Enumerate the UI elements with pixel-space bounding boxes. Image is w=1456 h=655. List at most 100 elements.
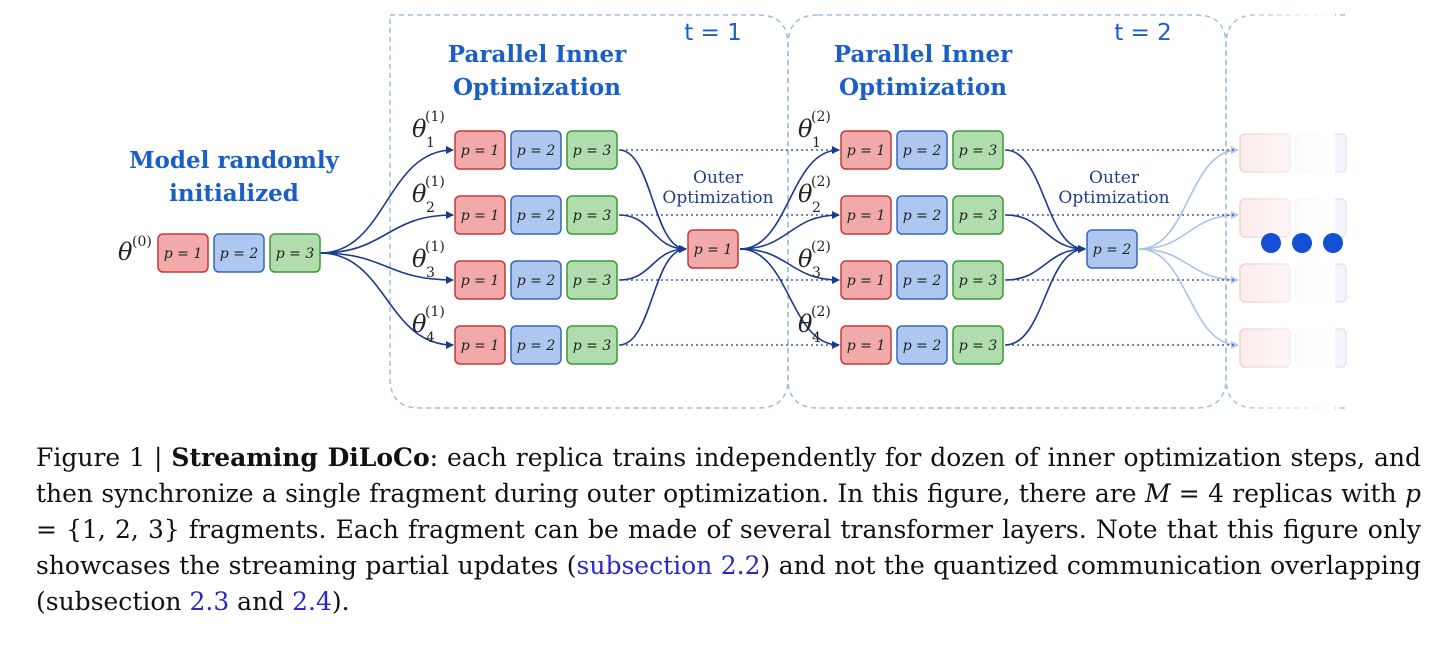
stage-1-replica-3-fragment-p3-rect	[566, 260, 618, 300]
stage-1-replica-3-fragment-p2: p = 2	[510, 260, 562, 300]
theta-stage-2-replica-2-superscript: (2)	[811, 174, 831, 190]
outer-title-stage-1-line-2: Optimization	[662, 188, 773, 208]
arrow-init-to-replica-2	[319, 211, 454, 254]
fade-overlay	[1225, 10, 1335, 410]
stage-2-replica-4-fragment-p3: p = 3	[952, 325, 1004, 365]
stage-2-replica-4-fragment-p1-rect	[840, 325, 892, 365]
theta-stage-1-replica-4-symbol: θ	[412, 310, 427, 338]
stage-2-replica-1-fragment-p1-label: p = 1	[847, 143, 886, 159]
stage-1-replica-2-fragment-p3: p = 3	[566, 195, 618, 235]
outer-title-stage-1-line-1: Outer	[693, 168, 744, 188]
theta-stage-2-replica-4: θ(2) 4	[798, 304, 831, 346]
stage-1-replica-1-fragment-p1-rect	[454, 130, 506, 170]
stage-2-replica-3-fragment-p3: p = 3	[952, 260, 1004, 300]
stage-1-replica-4-fragment-p2-label: p = 2	[517, 338, 556, 354]
link-subsection-2-3[interactable]: 2.3	[189, 587, 230, 616]
stage-label-t2: t = 2	[1114, 20, 1172, 46]
stage-2-replica-4-fragment-p3-label: p = 3	[959, 338, 998, 354]
theta-stage-2-replica-4-superscript: (2)	[811, 304, 831, 320]
arrow-stage-1-replica-1-to-outer	[618, 149, 687, 253]
stage-1-replica-1-fragment-p1: p = 1	[454, 130, 506, 170]
arrow-stage-2-replica-4-to-outer	[1004, 245, 1086, 346]
stage-2-replica-3-fragment-p1-label: p = 1	[847, 273, 886, 289]
continuation-dot-3	[1323, 233, 1343, 253]
outer-box-stage-2-label: p = 2	[1093, 242, 1132, 258]
stage-2-replica-1-fragment-p2-label: p = 2	[903, 143, 942, 159]
stage-1-boundary	[389, 14, 789, 409]
theta-stage-2-replica-2-symbol: θ	[798, 180, 813, 208]
caption-text-4: ).	[331, 587, 350, 616]
inner-title-stage-2-line-2: Optimization	[839, 74, 1007, 101]
inner-title-stage-1-line-1: Parallel Inner	[448, 41, 627, 68]
stage-2-replica-2-fragment-p1-label: p = 1	[847, 208, 886, 224]
theta-stage-2-replica-1-superscript: (2)	[811, 109, 831, 125]
initial-model-fragment-p3-label: p = 3	[276, 246, 315, 262]
theta-stage-1-replica-1: θ(1) 1	[412, 109, 445, 151]
link-subsection-2-4[interactable]: 2.4	[292, 587, 332, 616]
stage-2-replica-4-fragment-p2-rect	[896, 325, 948, 365]
outer-title-stage-2-line-2: Optimization	[1058, 188, 1169, 208]
arrow-stage-2-outer-to-next-4	[1138, 248, 1239, 349]
stage-2-replica-4-fragment-p1-label: p = 1	[847, 338, 886, 354]
stage-1-replica-1-fragment-p3-label: p = 3	[573, 143, 612, 159]
init-title-line-1: Model randomly	[129, 147, 339, 174]
caption-text-1: : each replica trains independently for …	[36, 443, 1421, 508]
theta-stage-1-replica-1-symbol: θ	[412, 115, 427, 143]
stage-2-replica-3-fragment-p1: p = 1	[840, 260, 892, 300]
theta-stage-2-replica-4-subscript: 4	[812, 330, 821, 346]
arrow-stage-2-replica-3-to-outer	[1004, 245, 1086, 281]
stage-2-replica-1-fragment-p2-rect	[896, 130, 948, 170]
stage-1-replica-2-fragment-p2-label: p = 2	[517, 208, 556, 224]
theta-stage-1-replica-4-superscript: (1)	[425, 304, 445, 320]
theta-stage-1-replica-2-superscript: (1)	[425, 174, 445, 190]
inner-title-stage-2-line-1: Parallel Inner	[834, 41, 1013, 68]
caption-m-equation: = 4 replicas with	[1170, 479, 1405, 508]
arrow-stage-1-replica-3-to-outer	[618, 245, 687, 281]
stage-1-replica-2-fragment-p1: p = 1	[454, 195, 506, 235]
stage-2-replica-3-fragment-p2-rect	[896, 260, 948, 300]
stage-1-replica-1-fragment-p2: p = 2	[510, 130, 562, 170]
theta-stage-1-replica-1-superscript: (1)	[425, 109, 445, 125]
initial-model-fragment-p2: p = 2	[213, 233, 265, 273]
link-subsection-2-2[interactable]: subsection 2.2	[576, 551, 761, 580]
stage-2-replica-2-fragment-p3-rect	[952, 195, 1004, 235]
theta-stage-1-replica-4-subscript: 4	[426, 330, 435, 346]
stage-1-replica-4-fragment-p1: p = 1	[454, 325, 506, 365]
init-title-line-2: initialized	[169, 180, 299, 207]
stage-2-boundary	[787, 14, 1227, 409]
theta-stage-2-replica-4-symbol: θ	[798, 310, 813, 338]
theta-stage-2-replica-1-symbol: θ	[798, 115, 813, 143]
stage-2-replica-1-fragment-p1: p = 1	[840, 130, 892, 170]
stage-2-replica-3-fragment-p2: p = 2	[896, 260, 948, 300]
initial-model-fragment-p1-rect	[157, 233, 209, 273]
initial-model-fragment-p1: p = 1	[157, 233, 209, 273]
theta-stage-1-replica-3-subscript: 3	[426, 265, 435, 281]
initial-model-fragment-p3-rect	[269, 233, 321, 273]
stage-1-replica-2-fragment-p1-rect	[454, 195, 506, 235]
outer-box-stage-1-label: p = 1	[694, 242, 733, 258]
stage-2-replica-4-fragment-p2-label: p = 2	[903, 338, 942, 354]
theta-stage-1-replica-2: θ(1) 2	[412, 174, 445, 216]
theta-stage-1-replica-2-subscript: 2	[426, 200, 435, 216]
stage-1-replica-1-fragment-p2-label: p = 2	[517, 143, 556, 159]
theta-stage-2-replica-3: θ(2)3	[798, 239, 831, 281]
theta-stage-1-replica-1-subscript: 1	[426, 135, 435, 151]
caption-prefix: Figure 1 |	[36, 443, 172, 472]
arrow-stage-1-outer-to-next-3	[739, 248, 840, 284]
stage-2-replica-2-fragment-p2-rect	[896, 195, 948, 235]
theta-stage-2-replica-3-symbol: θ	[798, 245, 813, 273]
stage-1-replica-4-fragment-p3-rect	[566, 325, 618, 365]
theta-stage-1-replica-3: θ(1)3	[412, 239, 445, 281]
outer-box-stage-1: p = 1	[687, 229, 739, 269]
stage-1-replica-3-fragment-p3: p = 3	[566, 260, 618, 300]
theta-stage-2-replica-2-subscript: 2	[812, 200, 821, 216]
theta-stage-2-replica-1-subscript: 1	[812, 135, 821, 151]
caption-m-variable: M	[1144, 479, 1171, 508]
stage-1-replica-1-fragment-p1-label: p = 1	[461, 143, 500, 159]
theta-stage-1-replica-2-symbol: θ	[412, 180, 427, 208]
arrow-stage-1-outer-to-next-1	[739, 146, 840, 250]
stage-1-replica-4-fragment-p1-label: p = 1	[461, 338, 500, 354]
theta-stage-1-replica-3-superscript: (1)	[425, 239, 445, 255]
caption-title: Streaming DiLoCo	[171, 443, 430, 472]
